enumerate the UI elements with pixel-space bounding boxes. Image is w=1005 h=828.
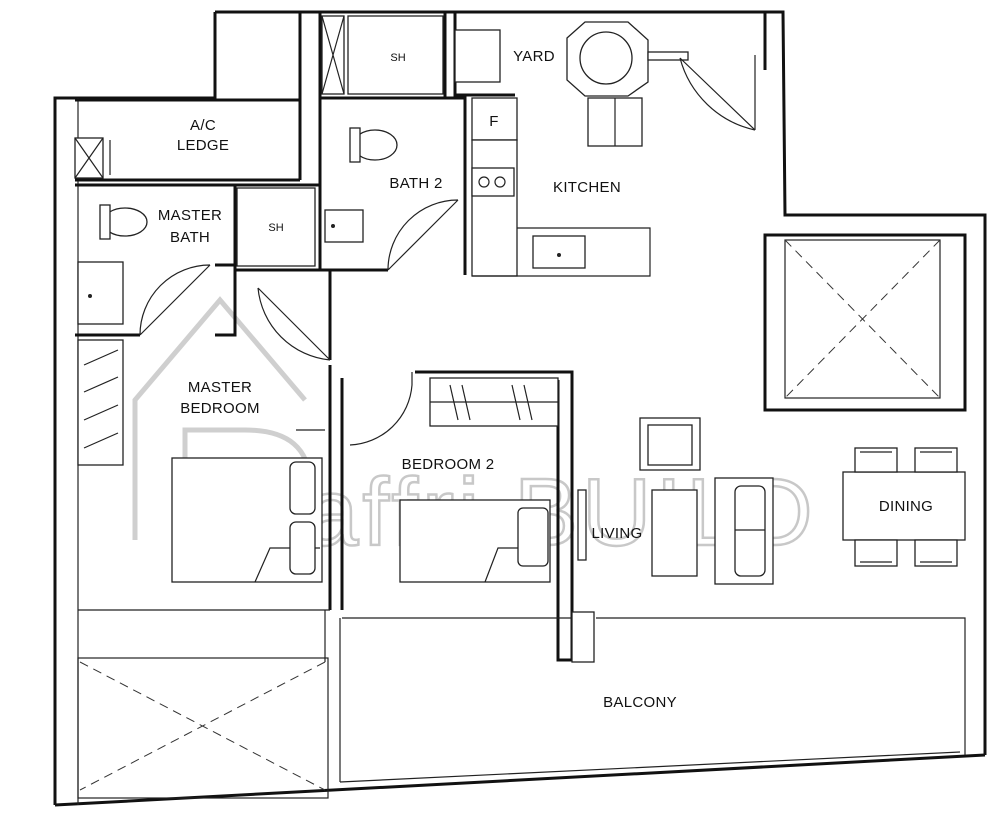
label-bath2-shower: SH [390, 52, 405, 64]
master-basin [77, 261, 124, 325]
bath2-basin [324, 209, 364, 243]
kitchen-area [453, 12, 756, 277]
kitchen-sink [532, 235, 586, 269]
bath2-shower [347, 15, 444, 95]
master-bath-area [75, 183, 320, 337]
label-dining: DINING [879, 498, 933, 515]
tv-panel [577, 489, 587, 561]
label-living: LIVING [592, 525, 643, 542]
dining-table [842, 471, 966, 541]
master-wardrobe [77, 339, 124, 466]
outer-walls [53, 10, 987, 807]
label-bath2: BATH 2 [389, 175, 442, 192]
coffee-table [651, 489, 698, 577]
fridge [471, 97, 518, 141]
label-master-bedroom-1: MASTER [188, 379, 252, 396]
label-master-bath-2: BATH [170, 229, 210, 246]
kitchen-counter-left [471, 139, 518, 277]
label-master-shower: SH [268, 222, 283, 234]
bath2-area [298, 12, 467, 275]
master-bedroom-area [77, 268, 332, 662]
washer [454, 29, 501, 83]
label-fridge: F [489, 113, 498, 130]
room-labels: A/C LEDGE MASTER BATH SH SH BATH 2 YARD … [158, 48, 933, 711]
hob [471, 167, 515, 197]
bedroom2-area [340, 370, 595, 663]
label-ac-ledge-1: A/C [190, 117, 216, 134]
living-area [639, 417, 774, 585]
label-ac-ledge-2: LEDGE [177, 137, 229, 154]
label-master-bath-1: MASTER [158, 207, 222, 224]
label-bedroom2: BEDROOM 2 [402, 456, 495, 473]
label-yard: YARD [513, 48, 555, 65]
balcony-left [77, 657, 329, 799]
dining-area [842, 447, 966, 567]
master-shower [236, 187, 316, 267]
label-kitchen: KITCHEN [553, 179, 621, 196]
column [571, 611, 595, 663]
label-balcony: BALCONY [603, 694, 677, 711]
void-area [763, 233, 967, 412]
label-master-bedroom-2: BEDROOM [180, 400, 260, 417]
balcony-main [339, 617, 966, 782]
